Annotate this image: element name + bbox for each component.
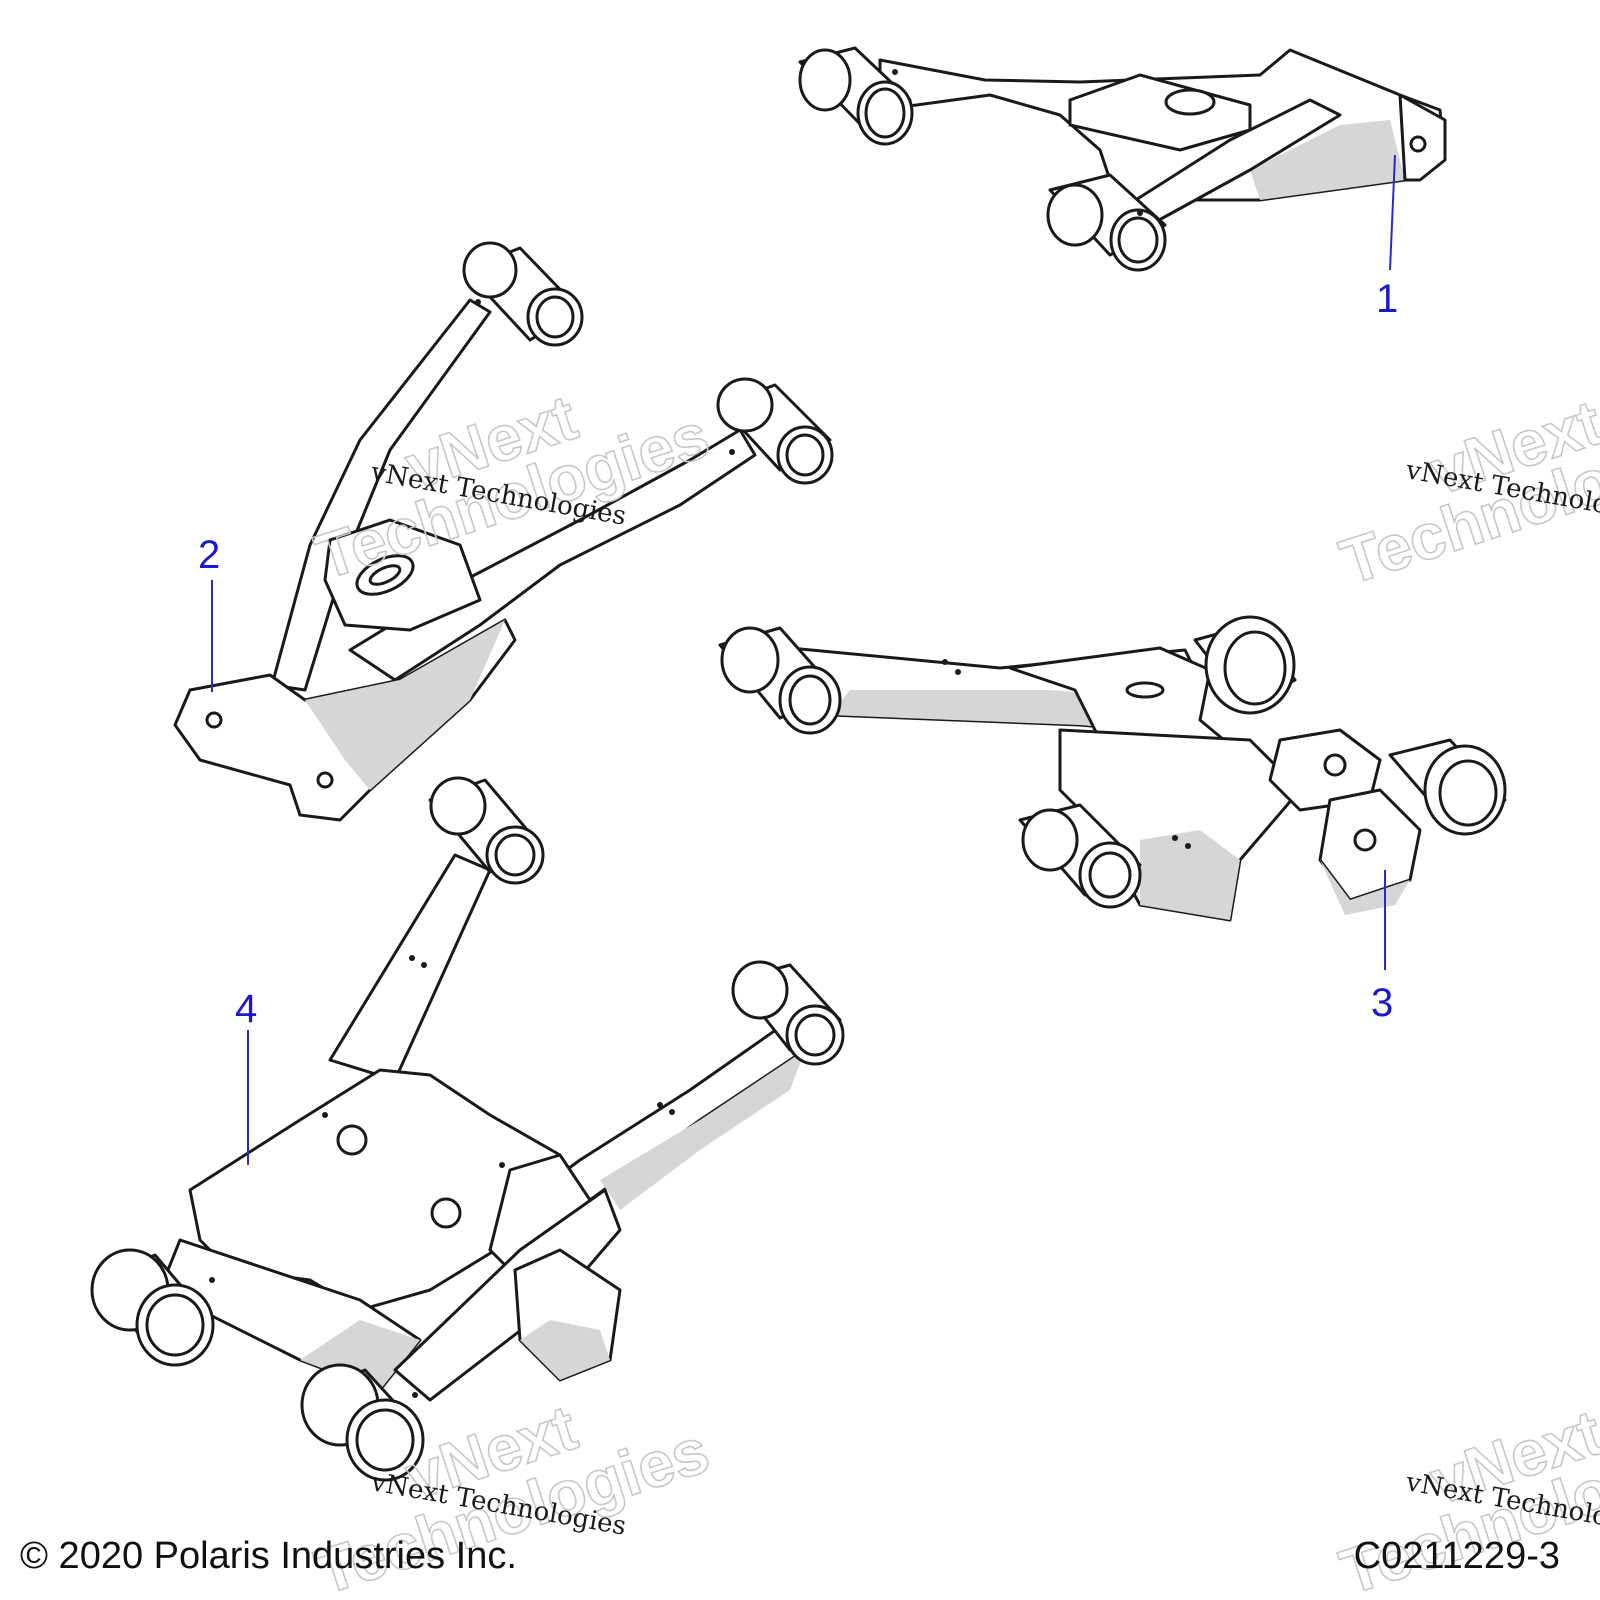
leader-1 xyxy=(1389,154,1396,271)
callout-1: 1 xyxy=(1376,277,1398,321)
part-3-control-arm xyxy=(718,615,1507,922)
callout-2: 2 xyxy=(198,533,220,577)
part-4-control-arm xyxy=(90,776,845,1482)
watermark-top-right: vNext Technologies vNext Technologies xyxy=(1331,385,1600,599)
part-2-control-arm xyxy=(173,241,834,822)
callout-4: 4 xyxy=(235,987,257,1031)
drawing-number: C0211229-3 xyxy=(1353,1535,1560,1577)
callout-3: 3 xyxy=(1371,981,1393,1025)
part-1-control-arm xyxy=(798,46,1447,272)
copyright-notice: © 2020 Polaris Industries Inc. xyxy=(20,1535,517,1577)
